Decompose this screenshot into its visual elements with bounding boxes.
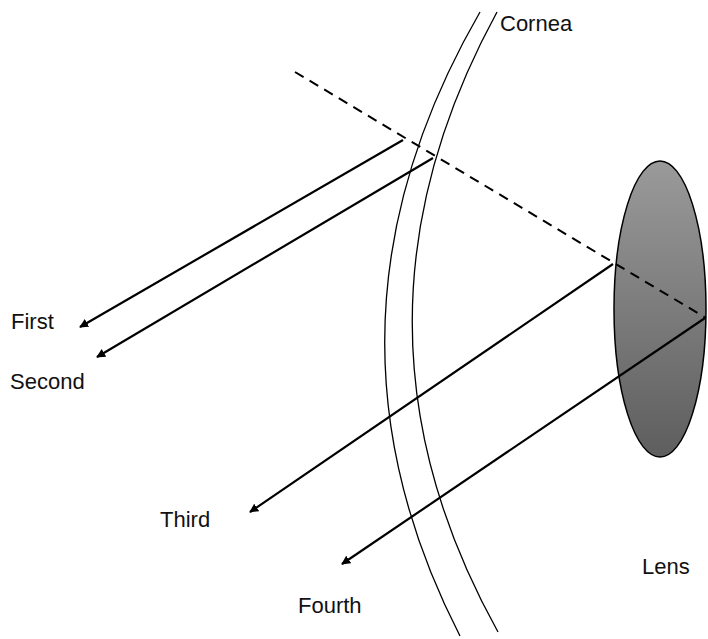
image-label: Fourth	[298, 593, 362, 619]
image-label: Second	[10, 369, 85, 395]
reflection-arrow	[342, 318, 705, 564]
image-label: Third	[160, 507, 210, 533]
structure-label: Lens	[642, 554, 690, 580]
dashed-ray	[295, 72, 706, 318]
cornea-outer	[385, 12, 480, 636]
structure-label: Cornea	[500, 11, 572, 37]
reflection-arrow	[250, 264, 613, 512]
reflection-arrow	[97, 158, 433, 357]
cornea-inner	[412, 12, 498, 632]
reflection-arrow	[80, 140, 403, 327]
image-label: First	[11, 309, 54, 335]
